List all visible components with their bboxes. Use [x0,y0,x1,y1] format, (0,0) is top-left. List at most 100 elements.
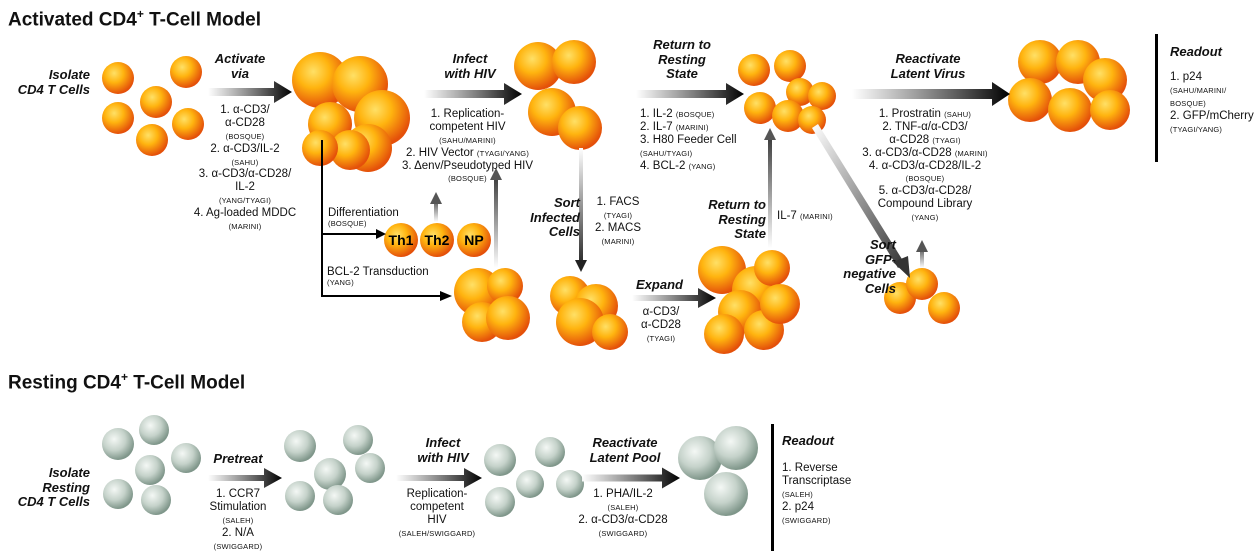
activated-cd4-cell [172,108,204,140]
activate-methods-list: 1. α-CD3/α-CD28(BOSQUE)2. α-CD3/IL-2(SAH… [180,104,310,233]
list-line: (TYAGI/YANG) [1170,123,1254,136]
list-line-text: 1. Replication- [430,108,505,120]
list-line: 3. α-CD3/α-CD28 (MARINI) [845,147,1005,160]
reactivated-resting-cell [678,436,722,480]
activated-cell [302,130,338,166]
differentiation-label: Differentiation(BOSQUE) [328,207,399,228]
list-line: 3. H80 Feeder Cell [640,134,737,147]
reactivate-arrow [852,82,1010,106]
returned-resting-cell [744,92,776,124]
returned-resting-cell [786,78,814,106]
return-to-resting-methods-list: 1. IL-2 (BOSQUE)2. IL-7 (MARINI)3. H80 F… [640,108,737,172]
list-line-text: 1. p24 [1170,71,1202,83]
list-line-reference: (TYAGI/YANG) [476,148,530,158]
th-to-infect-arrow [434,196,438,222]
list-line-text: 1. PHA/IL-2 [593,488,653,500]
list-line-reference: (MARINI) [228,221,262,231]
list-line: (SAHU/TYAGI) [640,147,737,160]
activated-cell [330,130,370,170]
expand-arrow [632,288,716,308]
expanded-cell [704,314,744,354]
list-line-text: 2. α-CD3/α-CD28 [578,513,668,526]
list-line-reference: (SALEH) [782,489,813,499]
bcl2-to-infect-arrow-head [490,168,502,180]
resting-readout-title: Readout [782,433,834,448]
np-cell [457,223,491,257]
list-line: (YANG/TYAGI) [180,194,310,207]
il7-label: IL-7 (MARINI) [777,210,833,222]
arrow-layer [208,81,1010,489]
infected-resting-cell [516,470,544,498]
list-line-reference: (MARINI) [954,148,988,158]
list-line-text: Replication- [406,488,468,500]
expanded-cell [760,284,800,324]
reactivated-cell [1008,78,1052,122]
list-line-text: 1. Reverse [782,462,838,474]
resting-cd4-cell [171,443,201,473]
reactivated-cell [1090,90,1130,130]
list-line-text: HIV [427,513,447,526]
infected-resting-cell [484,444,516,476]
list-line-text: competent [410,500,464,513]
sort-arrow [579,148,583,268]
subset-label: Th2 [425,232,450,248]
list-line: 2. α-CD3/α-CD28 [568,514,678,527]
activated-readout-title: Readout [1170,44,1222,59]
list-line: Stimulation [198,501,278,514]
list-line: (SWIGGARD) [568,527,678,540]
activated-cd4-cell [102,102,134,134]
pretreat-arrow [208,468,282,488]
reactivated-cell [1018,40,1062,84]
list-line-text: 2. TNF-α/α-CD3/ [882,120,968,133]
list-line-text: 1. α-CD3/ [220,104,270,116]
list-line: 1. PHA/IL-2 [568,488,678,501]
list-line-text: 4. BCL-2 [640,159,689,172]
list-line: 2. GFP/mCherry [1170,110,1254,123]
list-line-text: Transcriptase [782,474,852,487]
list-line-text: 1. Prostratin [878,108,945,120]
gfp-sort-up-arrow [920,244,924,268]
expand-label: Expand [636,277,683,292]
bcl2-cell [487,268,523,304]
pretreated-cell [285,481,315,511]
list-line: (SALEH) [568,501,678,514]
infected-cell [552,40,596,84]
list-line: 2. N/A [198,527,278,540]
list-line: Transcriptase [782,475,851,488]
list-line-text: 4. Ag-loaded MDDC [193,207,297,219]
resting-cd4-cell [139,415,169,445]
list-line-text: 3. α-CD3/α-CD28 [862,146,955,159]
latent-pool-reactivation-list: 1. PHA/IL-2(SALEH)2. α-CD3/α-CD28(SWIGGA… [568,488,678,540]
bcl2-transduction-label: BCL-2 Transduction(YANG) [327,266,429,287]
list-line-reference: (YANG/TYAGI) [218,196,272,206]
list-line-reference: (SWIGGARD) [213,541,263,551]
resting-cd4-cell [135,455,165,485]
subset-label: NP [464,232,483,248]
list-line: (MARINI) [588,235,648,248]
reactivate-pool-arrow [582,467,680,489]
list-line-reference: (MARINI) [675,122,709,132]
list-line-reference: (TYAGI) [932,135,961,145]
list-line: (MARINI) [180,220,310,233]
list-line: 3. Δenv/Pseudotyped HIV [385,160,550,173]
list-line: 1. IL-2 (BOSQUE) [640,108,737,121]
list-line-reference: (SAHU) [944,110,972,119]
list-line-reference: (BOSQUE) [225,131,265,141]
resting-cd4-cell [141,485,171,515]
pretreat-label: Pretreat [213,451,263,466]
pretreated-cell [343,425,373,455]
list-line: (SALEH) [198,514,278,527]
list-line-reference: (BOSQUE) [675,110,715,119]
list-line: α-CD3/ [630,306,692,319]
list-line-reference: (TYAGI) [646,333,676,343]
pretreated-cell [284,430,316,462]
list-line-text: 1. IL-2 [640,108,676,120]
return2-arrow-head [764,128,776,140]
